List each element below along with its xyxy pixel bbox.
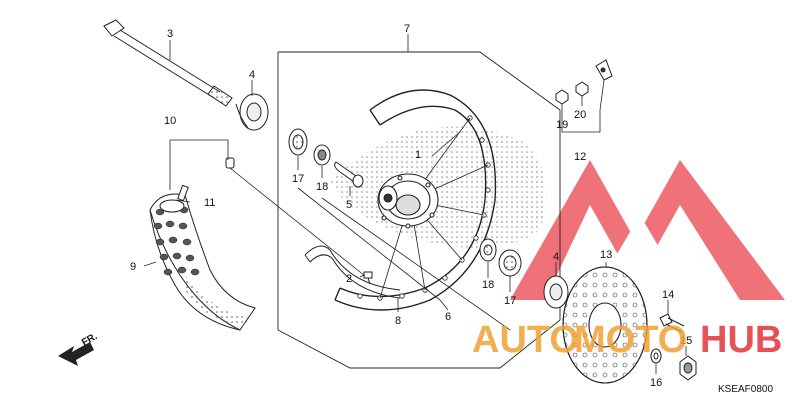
small-nut-20 (575, 81, 589, 97)
callout-19: 19 (556, 119, 568, 131)
bearing-right-17 (498, 249, 522, 277)
callout-4-left: 4 (249, 69, 255, 81)
dust-seal-left-18 (313, 144, 331, 166)
callout-7: 7 (404, 23, 410, 35)
callout-5: 5 (346, 199, 352, 211)
callout-17-left: 17 (292, 173, 304, 185)
watermark-text: AUTO MOTO HUB (472, 319, 782, 361)
valve-cap (225, 157, 235, 169)
callout-17-right: 17 (504, 295, 516, 307)
callout-6: 6 (445, 311, 451, 323)
diagram-code: KSEAF0800 (718, 384, 773, 395)
callout-9: 9 (130, 261, 136, 273)
front-axle (103, 19, 233, 107)
axle-nut (679, 355, 697, 381)
side-collar-right (543, 275, 569, 309)
watermark-text-moto: MOTO (574, 319, 687, 361)
wheel-hub (377, 173, 439, 229)
distance-collar (334, 161, 364, 188)
callout-13: 13 (600, 249, 612, 261)
callout-8: 8 (395, 315, 401, 327)
callout-16: 16 (650, 377, 662, 389)
bearing-right-18 (479, 238, 497, 262)
side-collar (235, 93, 269, 131)
callout-18-left: 18 (316, 181, 328, 193)
callout-18-right: 18 (482, 279, 494, 291)
callout-1: 1 (415, 149, 421, 161)
direction-label: FR. (80, 331, 100, 349)
brake-disc (562, 266, 648, 384)
callout-14: 14 (662, 289, 674, 301)
bearing-left-17 (288, 128, 308, 156)
front-direction-arrow: FR. (58, 331, 100, 366)
tube-valve (159, 184, 189, 213)
callout-3: 3 (167, 28, 173, 40)
washer (650, 348, 662, 364)
callout-labels: 1 2 3 4 4 5 6 7 8 9 10 11 12 13 14 15 16… (130, 23, 692, 389)
callout-10: 10 (164, 115, 176, 127)
bracket-12 (595, 59, 613, 81)
callout-12: 12 (574, 151, 586, 163)
watermark-text-auto: AUTO (472, 319, 579, 361)
leader-lines (143, 34, 687, 374)
watermark-text-hub: HUB (700, 319, 782, 361)
callout-20: 20 (574, 109, 586, 121)
callout-4-right: 4 (553, 251, 559, 263)
small-nut-19 (555, 89, 569, 105)
callout-15: 15 (680, 335, 692, 347)
tire (149, 193, 256, 331)
tire-shading (182, 275, 250, 328)
callout-2: 2 (346, 273, 352, 285)
disc-bolt (659, 313, 685, 333)
callout-11: 11 (204, 197, 215, 209)
rim-band-lower (304, 245, 401, 299)
